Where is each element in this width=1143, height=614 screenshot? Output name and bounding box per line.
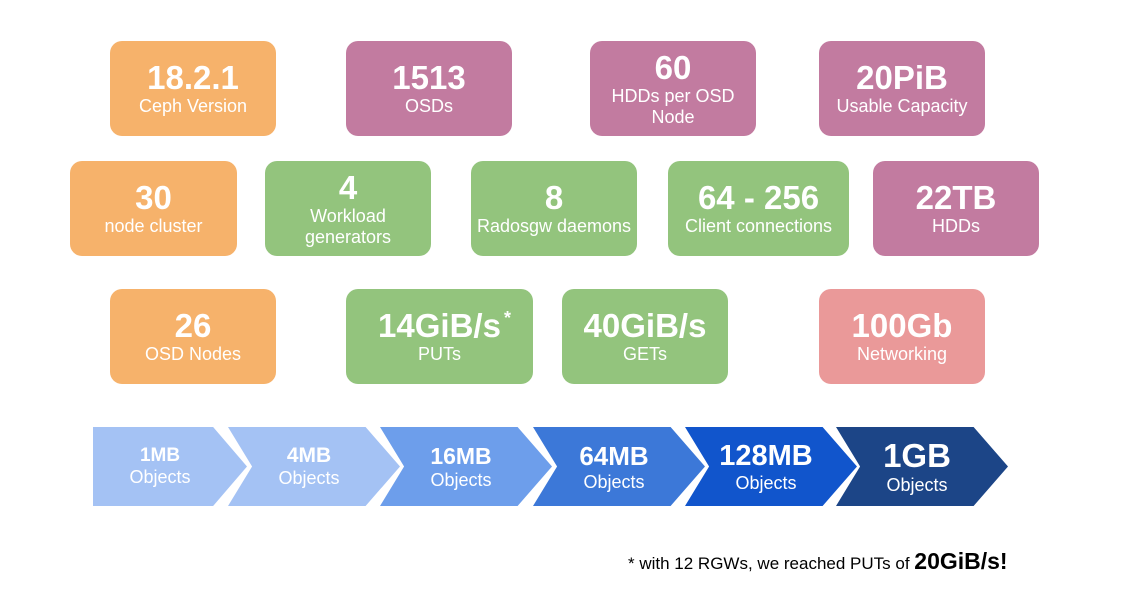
stat-label: Usable Capacity bbox=[836, 96, 968, 116]
footnote-mark: * bbox=[503, 308, 511, 328]
stat-value: 4 bbox=[338, 168, 358, 206]
object-size-label: Objects bbox=[583, 471, 645, 492]
stat-label: OSDs bbox=[404, 96, 453, 116]
stat-value-text: 18.2.1 bbox=[147, 59, 239, 96]
object-size-value: 64MB bbox=[579, 440, 649, 471]
footnote-text: * with 12 RGWs, we reached PUTs of bbox=[628, 554, 915, 573]
stat-value-text: 30 bbox=[135, 179, 172, 216]
object-size-label: Objects bbox=[430, 469, 492, 490]
footnote-highlight: 20GiB/s! bbox=[914, 548, 1008, 574]
stat-label: HDDs per OSD Node bbox=[611, 85, 735, 127]
stat-value-text: 14GiB/s bbox=[378, 307, 501, 344]
stat-value: 18.2.1 bbox=[147, 60, 239, 96]
stat-value-text: 4 bbox=[338, 168, 358, 206]
stat-label: Client connections bbox=[684, 216, 833, 236]
stat-card: 14GiB/s*PUTs bbox=[346, 289, 533, 384]
stat-value: 8 bbox=[545, 180, 563, 216]
stat-value-text: 26 bbox=[174, 307, 212, 344]
stat-label: Radosgw daemons bbox=[476, 216, 632, 236]
object-size-value: 1GB bbox=[883, 437, 951, 474]
stat-value-text: 22TB bbox=[915, 179, 997, 216]
object-size-label: Objects bbox=[886, 475, 948, 495]
stat-value-text: 64 - 256 bbox=[697, 179, 820, 216]
stat-label: Workload generators bbox=[304, 205, 392, 247]
stat-label: HDDs bbox=[932, 216, 980, 236]
footnote: * with 12 RGWs, we reached PUTs of 20GiB… bbox=[628, 548, 1008, 575]
stat-value: 20PiB bbox=[856, 60, 948, 96]
stat-label: Networking bbox=[856, 344, 948, 364]
object-size-value: 4MB bbox=[286, 444, 332, 467]
object-size-label: Objects bbox=[129, 467, 191, 487]
stat-value: 26 bbox=[175, 308, 212, 344]
stat-value: 100Gb bbox=[852, 308, 953, 344]
stat-value: 64 - 256 bbox=[698, 180, 819, 216]
object-size-value: 128MB bbox=[719, 439, 813, 472]
stat-value-text: 60 bbox=[654, 48, 692, 86]
stat-value-text: 100Gb bbox=[851, 307, 953, 344]
object-size-label: Objects bbox=[735, 472, 797, 493]
object-size-value: 1MB bbox=[139, 445, 181, 466]
stat-label: PUTs bbox=[417, 344, 461, 364]
stat-label: node cluster bbox=[104, 216, 203, 236]
stat-value: 60 bbox=[654, 48, 692, 86]
stat-label: GETs bbox=[622, 344, 667, 364]
object-size-label: Objects bbox=[278, 468, 340, 488]
stat-value: 1513 bbox=[392, 60, 465, 96]
stat-label: Ceph Version bbox=[138, 96, 248, 116]
stat-label: OSD Nodes bbox=[144, 344, 242, 364]
stat-value-text: 1513 bbox=[392, 59, 466, 96]
object-size-value: 16MB bbox=[430, 442, 492, 469]
stat-value: 40GiB/s bbox=[584, 308, 707, 344]
stat-value: 14GiB/s* bbox=[378, 307, 511, 344]
stat-value-text: 40GiB/s bbox=[583, 307, 707, 344]
stat-value-text: 20PiB bbox=[856, 59, 948, 96]
stat-value: 22TB bbox=[916, 180, 997, 216]
stat-value: 30 bbox=[135, 180, 172, 216]
stat-value-text: 8 bbox=[544, 179, 564, 216]
